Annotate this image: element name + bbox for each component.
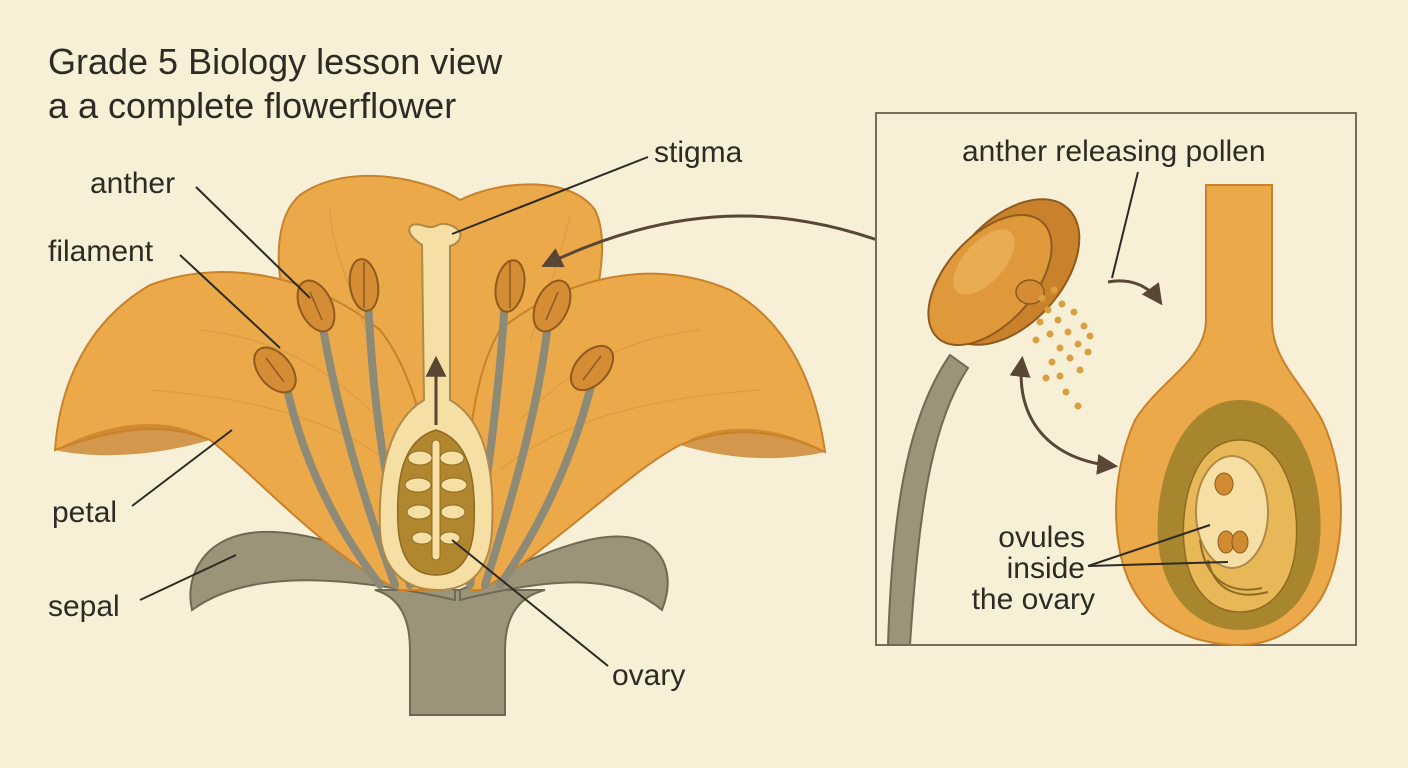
label-ovules-line-3: the ovary <box>972 583 1095 616</box>
labels: anther filament stigma petal sepal ovary <box>48 136 743 692</box>
inset-filament <box>886 353 970 646</box>
ovules <box>1214 472 1249 554</box>
inset-panel: anther releasing pollen ovules inside th… <box>875 112 1357 647</box>
petal-left-fold <box>55 423 210 456</box>
label-ovary: ovary <box>612 659 685 692</box>
stem <box>374 589 546 716</box>
label-petal: petal <box>52 496 117 529</box>
title-line-2: a a complete flowerflower <box>48 85 457 126</box>
petal-right-fold <box>680 428 825 459</box>
label-filament: filament <box>48 235 154 268</box>
main-flower <box>53 174 827 716</box>
title-line-1: Grade 5 Biology lesson view <box>48 41 503 82</box>
inset-anther <box>927 198 1081 347</box>
petal-left <box>53 271 442 591</box>
label-ovules-line-1: ovules <box>998 521 1085 554</box>
page-title: Grade 5 Biology lesson view a a complete… <box>48 40 502 128</box>
inset-caption: anther releasing pollen <box>962 135 1266 168</box>
label-anther: anther <box>90 167 175 200</box>
petal-right <box>465 272 827 591</box>
label-stigma: stigma <box>654 136 743 169</box>
inset-ovary <box>1115 184 1342 647</box>
sepal-right <box>459 535 669 612</box>
label-ovules-line-2: inside <box>1007 552 1085 585</box>
label-sepal: sepal <box>48 590 120 623</box>
label-ovules: ovules inside the ovary <box>972 521 1095 616</box>
